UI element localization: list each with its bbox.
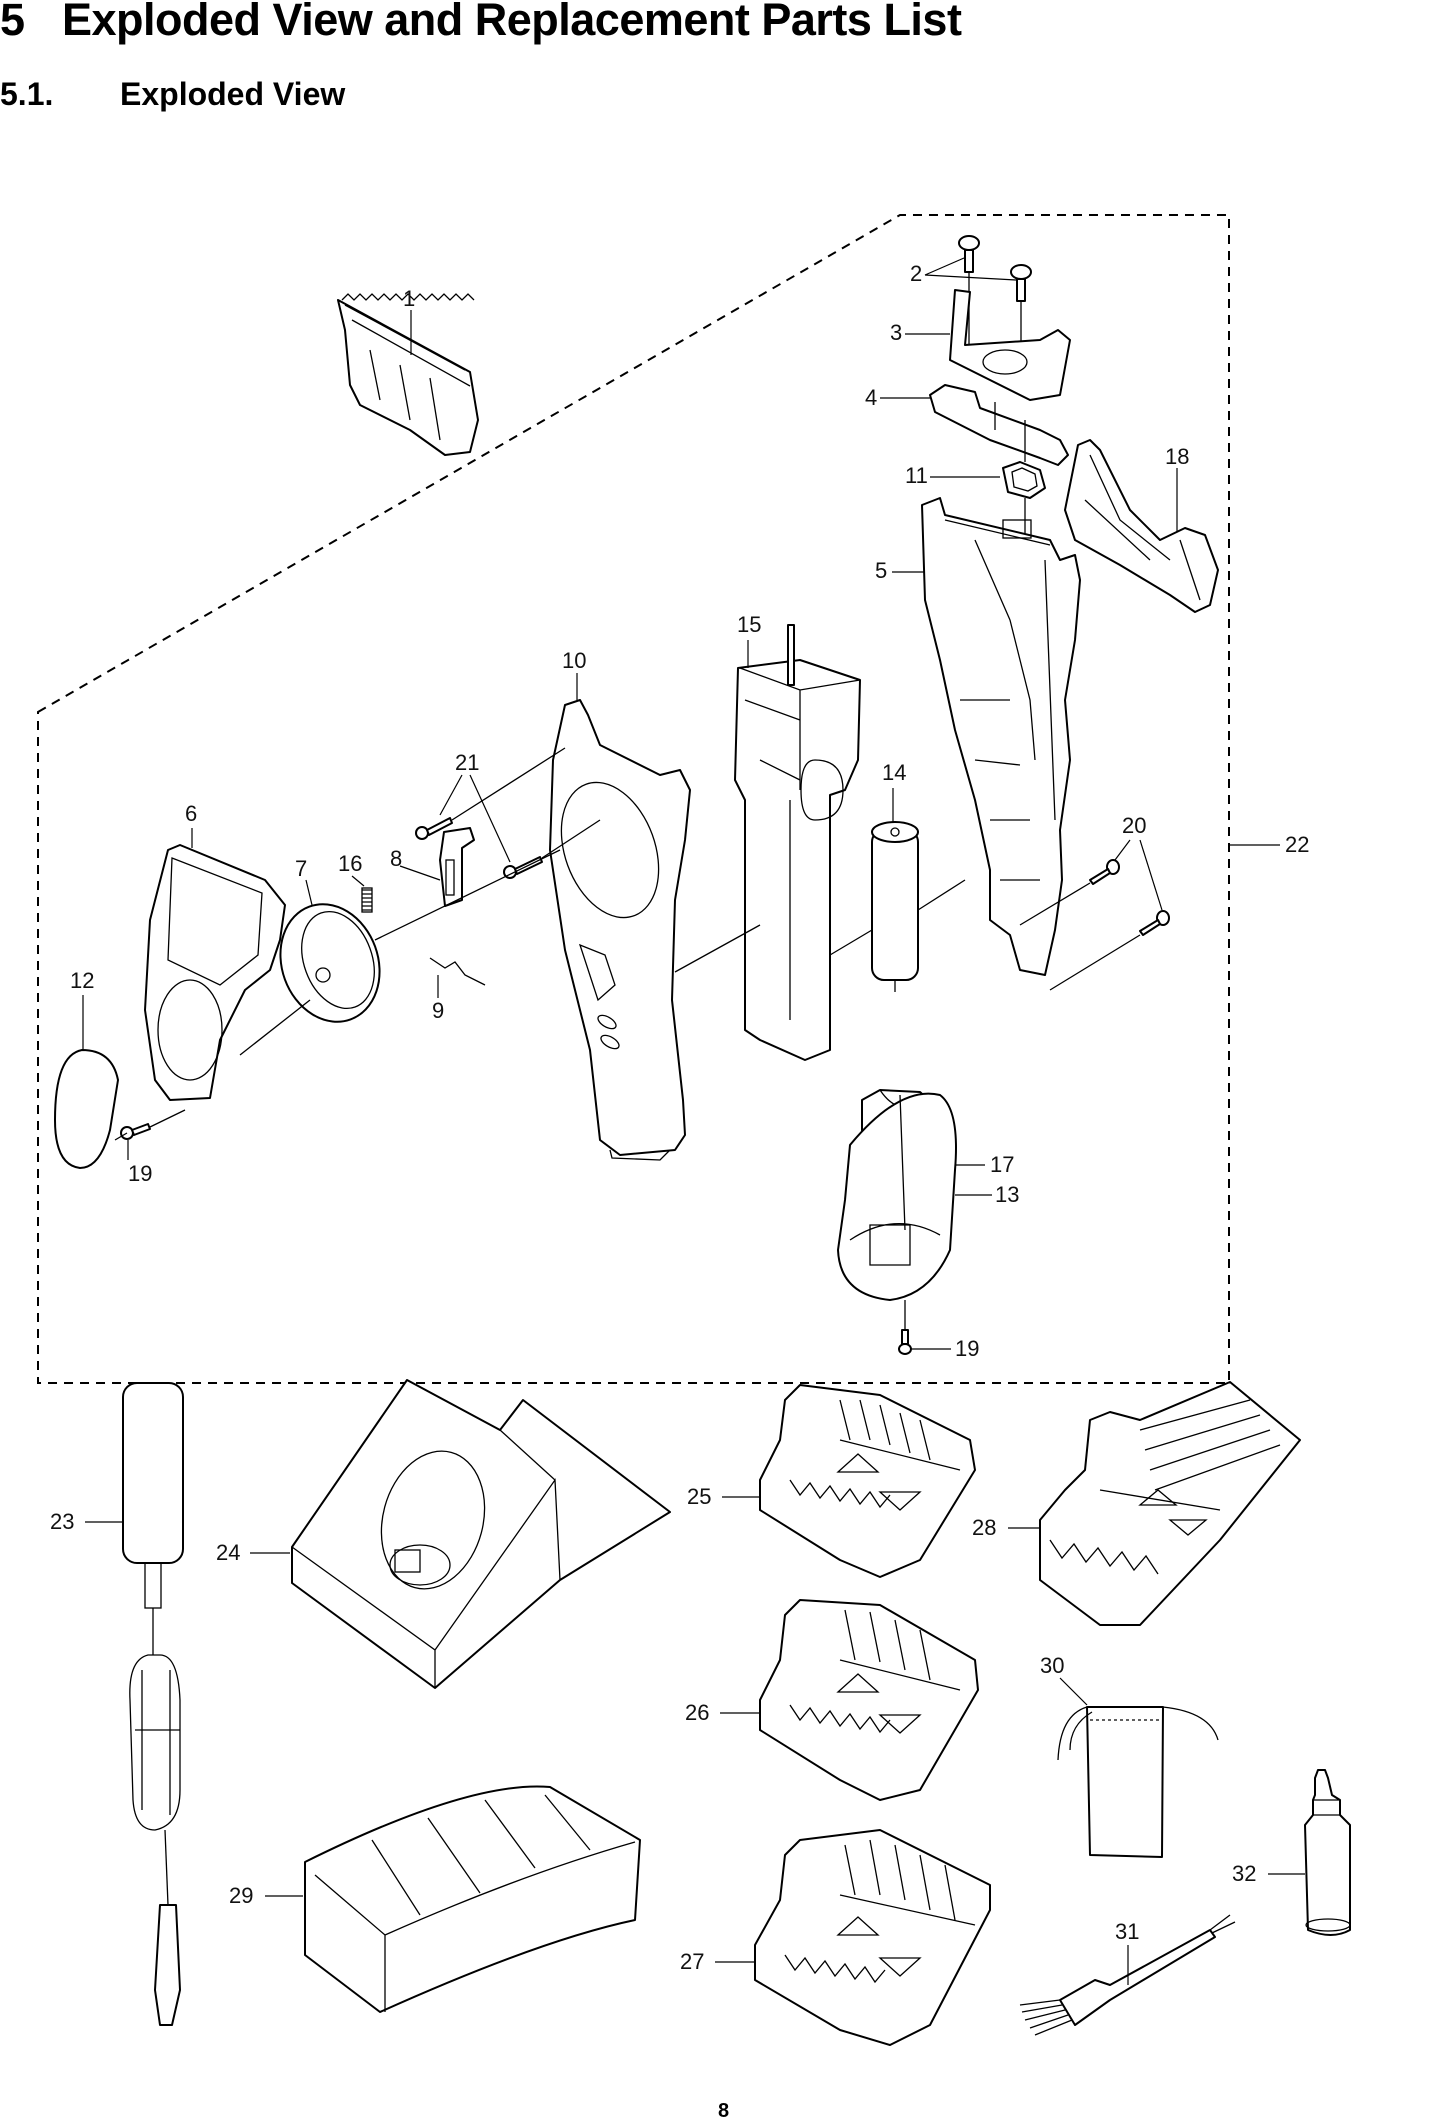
- callout-24: 24: [216, 1540, 241, 1565]
- callout-31: 31: [1115, 1919, 1140, 1944]
- callout-15: 15: [737, 612, 762, 637]
- callout-10: 10: [562, 648, 587, 673]
- part-coil-spring: [351, 875, 373, 913]
- callout-27: 27: [680, 1949, 705, 1974]
- callout-3: 3: [890, 320, 903, 345]
- part-comb-27: [715, 1829, 991, 2046]
- part-charging-stand: [250, 1379, 671, 1689]
- callout-25: 25: [687, 1484, 712, 1509]
- callout-6: 6: [185, 801, 198, 826]
- part-screw-19-bottom: [898, 1300, 951, 1355]
- callout-4: 4: [865, 385, 878, 410]
- callout-7: 7: [295, 856, 308, 881]
- part-front-case: [549, 673, 761, 1161]
- callout-21: 21: [455, 750, 480, 775]
- part-circuit-block: [734, 624, 861, 1061]
- part-ac-adapter: [85, 1382, 184, 2026]
- section-title: Exploded View and Replacement Parts List: [62, 0, 962, 45]
- callout-1: 1: [403, 286, 416, 311]
- callout-32: 32: [1232, 1861, 1257, 1886]
- part-comb-25: [722, 1384, 976, 1578]
- callout-20: 20: [1122, 813, 1147, 838]
- callout-18: 18: [1165, 444, 1190, 469]
- part-spring-plate: [429, 957, 486, 998]
- part-front-panel: [144, 828, 311, 1101]
- part-lever-8: [399, 827, 475, 907]
- subsection-title: Exploded View: [120, 76, 346, 112]
- section-number: 5: [0, 0, 25, 45]
- part-cover: [54, 995, 119, 1169]
- callout-23: 23: [50, 1509, 75, 1534]
- callout-5: 5: [875, 558, 888, 583]
- part-screw-19-left: [114, 1109, 186, 1160]
- part-cleaning-brush: [1019, 1914, 1236, 2036]
- callout-9: 9: [432, 998, 445, 1023]
- callout-19-bottom: 19: [955, 1336, 980, 1361]
- part-comb-26: [720, 1599, 979, 1801]
- callout-30: 30: [1040, 1653, 1065, 1678]
- callout-16: 16: [338, 851, 363, 876]
- callout-13: 13: [995, 1182, 1020, 1207]
- callout-17: 17: [990, 1152, 1015, 1177]
- callout-14: 14: [882, 760, 907, 785]
- section-heading: 5 Exploded View and Replacement Parts Lis…: [0, 0, 962, 46]
- part-drive-lever: [880, 384, 1069, 466]
- part-blade-frame: [1064, 439, 1219, 613]
- callout-8: 8: [390, 846, 403, 871]
- callout-11: 11: [905, 463, 928, 488]
- part-comb-28: [1008, 1381, 1301, 1626]
- subsection-number: 5.1.: [0, 76, 54, 112]
- callout-2: 2: [910, 261, 923, 286]
- subsection-heading: 5.1. Exploded View: [0, 76, 345, 113]
- part-blade: [337, 293, 479, 456]
- part-bottom-case: [837, 1092, 992, 1301]
- callout-26: 26: [685, 1700, 710, 1725]
- part-pouch: [1057, 1677, 1219, 1858]
- callout-19-left: 19: [128, 1161, 153, 1186]
- callout-22: 22: [1285, 832, 1310, 857]
- part-screws-20: [1019, 839, 1170, 991]
- callout-12: 12: [70, 968, 95, 993]
- page-number: 8: [718, 2100, 730, 2122]
- part-motor: [829, 788, 966, 992]
- callout-29: 29: [229, 1883, 254, 1908]
- callout-28: 28: [972, 1515, 997, 1540]
- part-bracket: [905, 289, 1071, 401]
- part-seal: [930, 420, 1046, 535]
- part-dial: [279, 849, 561, 1023]
- part-oil-bottle: [1268, 1769, 1351, 1936]
- part-screws-2: [924, 235, 1032, 350]
- assembly-boundary: [37, 214, 1230, 1384]
- part-attachment-case: [265, 1785, 641, 2013]
- part-rear-case: [892, 497, 1081, 976]
